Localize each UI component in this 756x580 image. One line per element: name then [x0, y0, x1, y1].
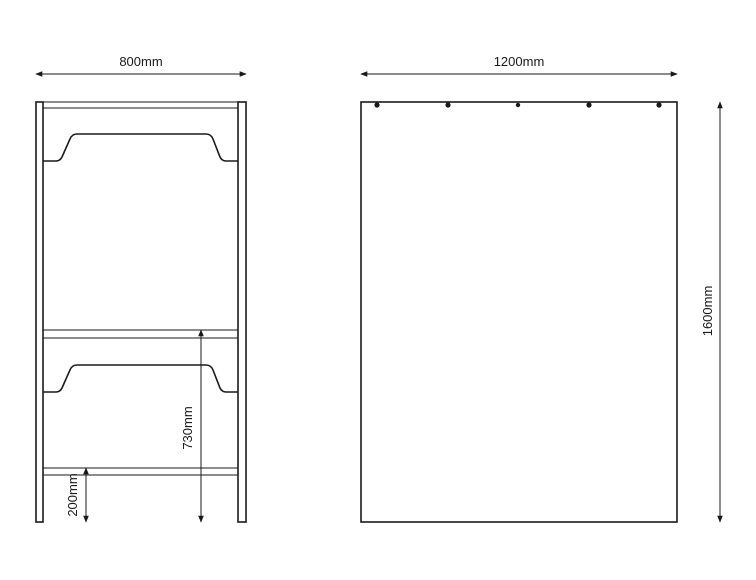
- right-post: [237, 101, 247, 523]
- top-rail: [42, 101, 239, 109]
- bottom-height-label: 200mm: [65, 473, 80, 516]
- side-view: 1200mm 1600mm: [360, 54, 723, 523]
- side-height-label: 1600mm: [700, 286, 715, 337]
- front-width-label: 800mm: [119, 54, 162, 69]
- side-board: [360, 101, 678, 523]
- side-width-label: 1200mm: [494, 54, 545, 69]
- front-width-dimension: 800mm: [35, 54, 247, 77]
- bottom-rail: [42, 467, 239, 476]
- middle-rail: [42, 329, 239, 339]
- screw-holes: [374, 102, 662, 108]
- side-height-dimension: 1600mm: [700, 101, 723, 523]
- lower-tray: [43, 364, 238, 393]
- upper-tray: [43, 133, 238, 162]
- screw-hole: [656, 102, 662, 108]
- shelf-height-label: 730mm: [180, 406, 195, 449]
- screw-hole: [586, 102, 592, 108]
- screw-hole: [374, 102, 380, 108]
- side-width-dimension: 1200mm: [360, 54, 678, 77]
- bottom-height-dimension: 200mm: [65, 467, 89, 523]
- screw-hole: [515, 102, 521, 108]
- left-post: [35, 101, 44, 523]
- front-view: 800mm 730mm 200mm: [35, 54, 247, 523]
- shelf-height-dimension: 730mm: [180, 329, 204, 523]
- screw-hole: [445, 102, 451, 108]
